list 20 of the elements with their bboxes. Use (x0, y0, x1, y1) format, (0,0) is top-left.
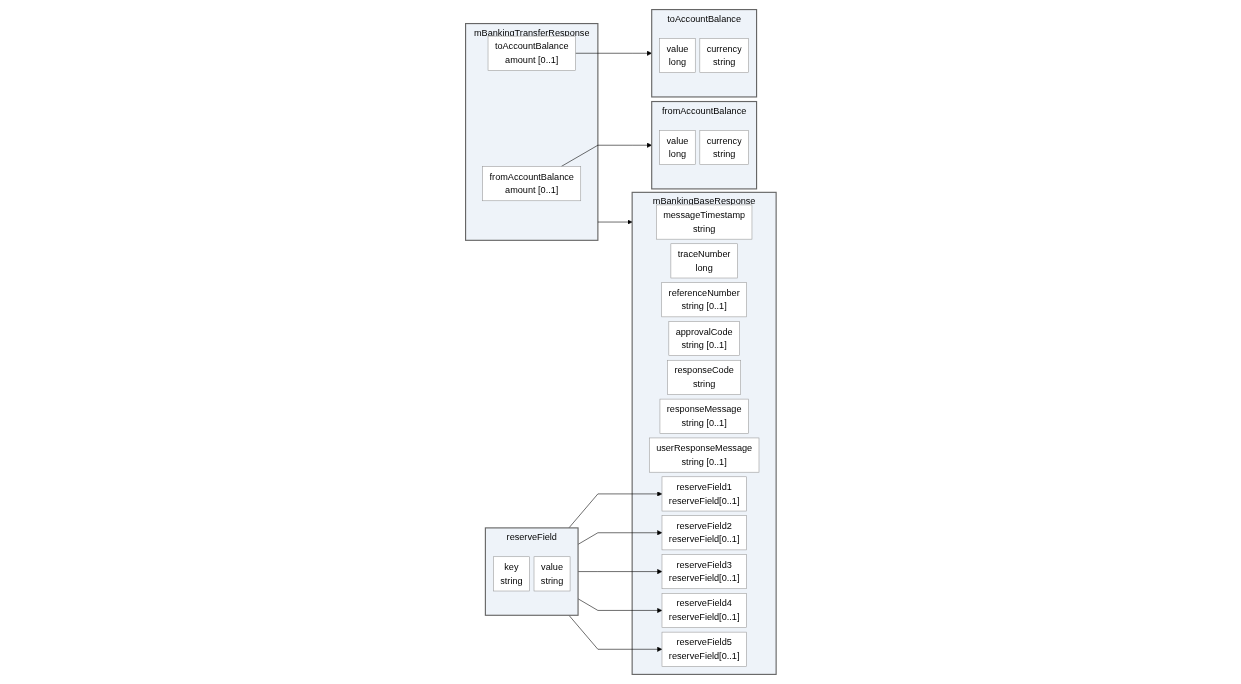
node-box: messageTimestamp string (655, 204, 752, 240)
node-box: value long (659, 130, 696, 165)
node-box: reserveField1 reserveField[0..1] (661, 476, 747, 512)
node-box: currency string (699, 130, 749, 165)
node-box: userResponseMessage string [0..1] (648, 437, 759, 473)
node-box: currency string (699, 38, 749, 73)
node-box: toAccountBalance amount [0..1] (487, 35, 576, 71)
node-box: key string (492, 556, 530, 592)
node-box: value long (659, 38, 696, 73)
node-box: reserveField2 reserveField[0..1] (661, 515, 747, 551)
node-box: traceNumber long (670, 243, 738, 279)
node-box: responseCode string (666, 360, 741, 395)
node-box: reserveField5 reserveField[0..1] (661, 631, 747, 667)
node-box: reserveField4 reserveField[0..1] (661, 593, 747, 628)
node-box: value string (533, 556, 570, 592)
node-box: approvalCode string [0..1] (668, 321, 740, 356)
node-box: responseMessage string [0..1] (659, 398, 749, 434)
node-box: referenceNumber string [0..1] (661, 282, 747, 318)
node-box: reserveField3 reserveField[0..1] (661, 554, 747, 590)
node-box: fromAccountBalance amount [0..1] (482, 166, 581, 202)
